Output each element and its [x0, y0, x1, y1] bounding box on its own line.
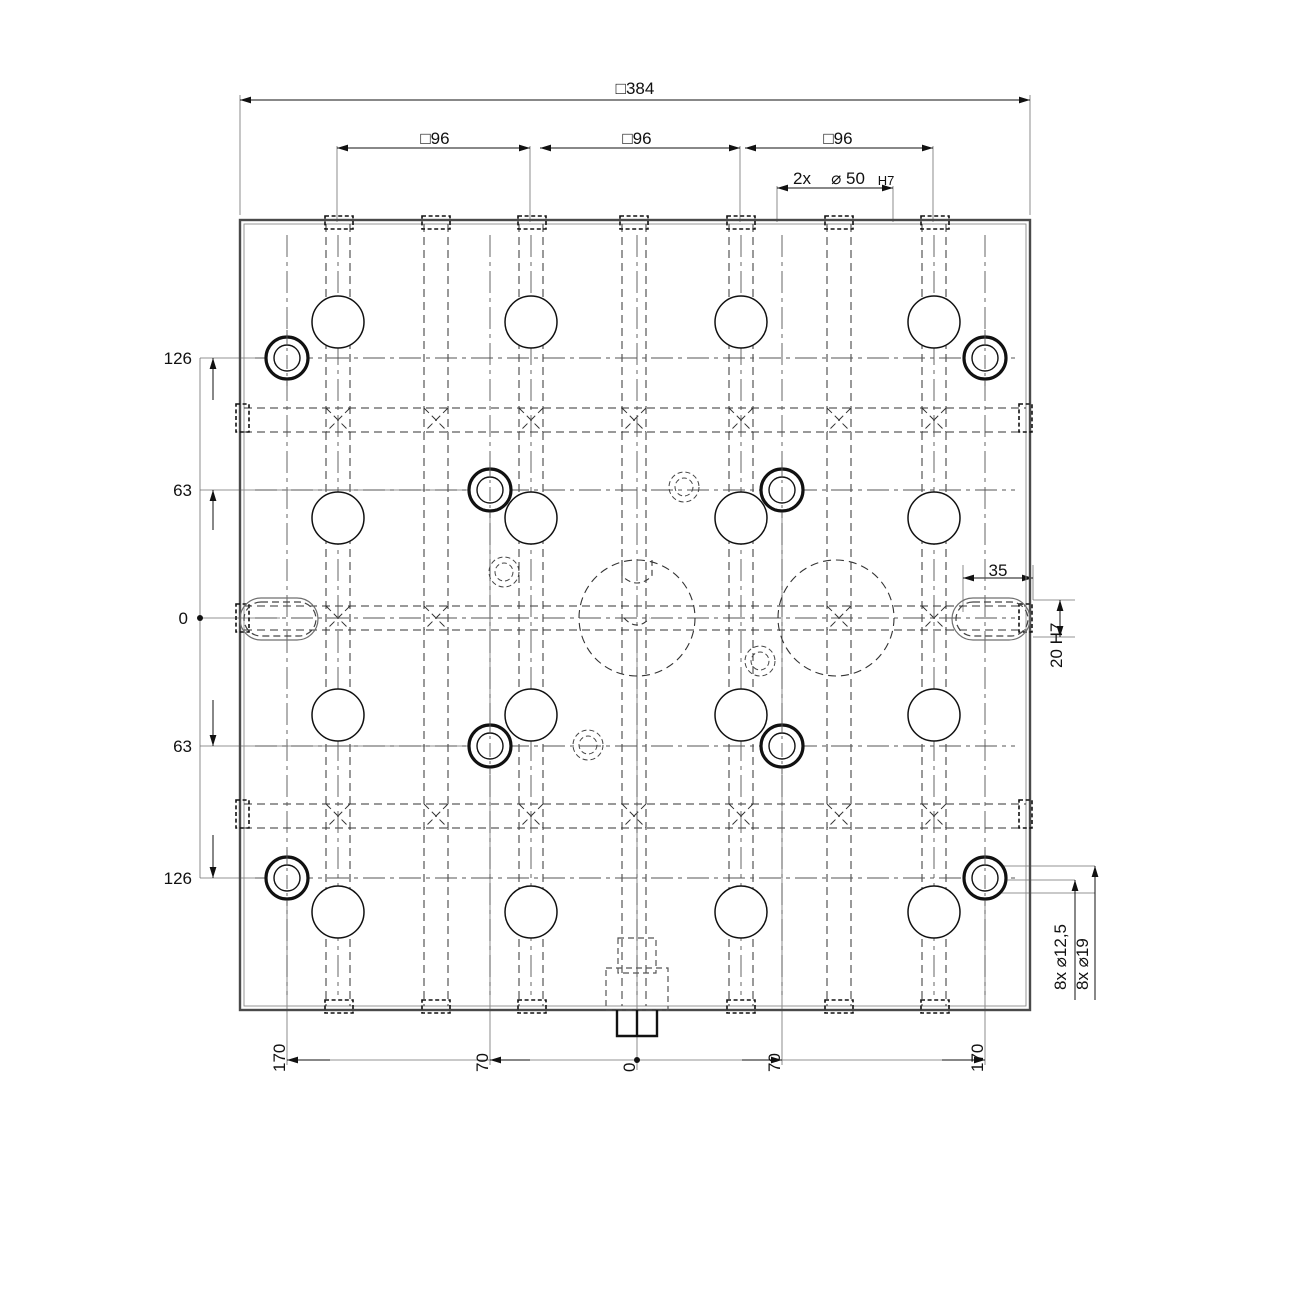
dim-text-grid-3: □96	[823, 129, 852, 148]
horizontal-channel-bottom	[244, 803, 1026, 829]
dim-text-bore-diameter: ⌀ 50	[831, 169, 865, 188]
edge-key-slot	[517, 215, 547, 230]
through-hole	[504, 295, 558, 349]
edge-key-slot	[726, 215, 756, 230]
edge-key-slot	[324, 215, 354, 230]
through-hole	[907, 688, 961, 742]
centre-bore-right-50h7	[777, 559, 895, 677]
through-hole	[311, 295, 365, 349]
edge-key-slot	[824, 999, 854, 1014]
dim-text-hole-19: 8x ⌀19	[1073, 938, 1092, 990]
dim-text-slot-20h7: 20 H7	[1047, 623, 1066, 668]
dim-text-126-bottom: 126	[164, 869, 192, 888]
obround-slot-right-outer	[951, 597, 1031, 641]
through-hole	[311, 491, 365, 545]
edge-key-slot	[421, 215, 451, 230]
edge-key-slot	[920, 215, 950, 230]
through-hole	[714, 885, 768, 939]
dim-text-grid-1: □96	[420, 129, 449, 148]
dim-text-slot-35: 35	[989, 561, 1008, 580]
hidden-counterbore	[668, 471, 700, 503]
dim-text-bore-fit: H7	[878, 173, 895, 188]
vertical-channel-2	[518, 224, 544, 1006]
hidden-counterbore	[488, 556, 520, 588]
edge-key-slot	[324, 999, 354, 1014]
dimension-texts: □384 □96 □96 □96 2x ⌀ 50 H7 126 63 0 63 …	[164, 79, 1092, 1072]
edge-key-slot	[235, 799, 250, 829]
dim-text-overall-384: □384	[616, 79, 655, 98]
edge-key-slot	[235, 603, 250, 633]
hidden-counterbore	[572, 729, 604, 761]
vertical-channel-3	[728, 224, 754, 1006]
edge-key-slot	[726, 999, 756, 1014]
dim-text-126-top: 126	[164, 349, 192, 368]
through-hole	[714, 491, 768, 545]
dim-text-bore-count: 2x	[793, 169, 811, 188]
vertical-channel-7	[621, 224, 647, 1006]
obround-slot-left-inner	[243, 601, 317, 637]
edge-key-slots	[235, 215, 1033, 1014]
dim-text-170-left: 170	[270, 1044, 289, 1072]
dim-text-70-left: 70	[473, 1053, 492, 1072]
dim-text-63-bottom: 63	[173, 737, 192, 756]
dim-text-hole-125: 8x ⌀12,5	[1051, 924, 1070, 990]
obround-slot-left-outer	[239, 597, 319, 641]
edge-key-slot	[235, 403, 250, 433]
dim-text-grid-2: □96	[622, 129, 651, 148]
through-hole	[907, 491, 961, 545]
datum-dots	[197, 615, 640, 1063]
vertical-channel-4	[921, 224, 947, 1006]
through-hole	[504, 688, 558, 742]
hidden-counterbores	[488, 471, 776, 761]
edge-key-slot	[517, 999, 547, 1014]
centre-bore-keyway	[621, 560, 653, 626]
dim-text-zero-bottom: 0	[620, 1063, 639, 1072]
counterbore-crosshairs	[286, 330, 986, 906]
dim-text-63-top: 63	[173, 481, 192, 500]
dim-text-zero-left: 0	[179, 609, 188, 628]
bottom-centre-boss	[605, 937, 669, 1038]
boss-upper-outline	[617, 937, 657, 974]
through-hole	[504, 885, 558, 939]
edge-key-slot	[421, 999, 451, 1014]
hidden-counterbore	[744, 645, 776, 677]
dim-text-70-right: 70	[765, 1053, 784, 1072]
centre-bore-left-50h7	[578, 559, 696, 677]
obround-slots	[239, 597, 1031, 641]
through-hole	[504, 491, 558, 545]
vertical-channel-5	[423, 224, 449, 1006]
through-holes	[311, 295, 961, 939]
t-slot-channels	[244, 224, 1026, 1006]
edge-key-slot	[920, 999, 950, 1014]
edge-key-slot	[1018, 799, 1033, 829]
through-hole	[714, 295, 768, 349]
through-hole	[907, 295, 961, 349]
datum-dot-left-zero	[197, 615, 203, 621]
through-hole	[311, 688, 365, 742]
obround-slot-right-inner	[955, 601, 1029, 637]
through-hole	[714, 688, 768, 742]
edge-key-slot	[619, 215, 649, 230]
horizontal-channel-top	[244, 407, 1026, 433]
horizontal-channel-mid	[244, 605, 1026, 631]
through-hole	[311, 885, 365, 939]
through-hole	[907, 885, 961, 939]
datum-dot-bottom-zero	[634, 1057, 640, 1063]
vertical-channel-6	[826, 224, 852, 1006]
edge-key-slot	[1018, 403, 1033, 433]
edge-key-slot	[824, 215, 854, 230]
vertical-channel-1	[325, 224, 351, 1006]
dim-text-170-right: 170	[968, 1044, 987, 1072]
centre-bores	[578, 559, 895, 677]
